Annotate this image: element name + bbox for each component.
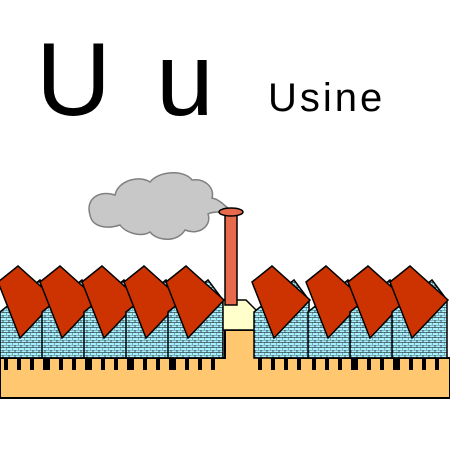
- factory-post: [422, 358, 426, 370]
- factory-post: [127, 358, 131, 370]
- factory-post: [43, 358, 47, 370]
- lowercase-letter: u: [156, 22, 214, 138]
- factory-left-wing: [0, 265, 226, 370]
- factory-post: [169, 358, 173, 370]
- factory-post: [59, 358, 63, 370]
- factory-post: [4, 358, 8, 370]
- smoke-cloud: [88, 172, 234, 240]
- factory-post: [130, 358, 134, 370]
- factory-post: [297, 358, 301, 370]
- factory-post: [367, 358, 371, 370]
- factory-post: [114, 358, 118, 370]
- factory-post: [185, 358, 189, 370]
- factory-post: [101, 358, 105, 370]
- factory-post: [88, 358, 92, 370]
- factory-post: [325, 358, 329, 370]
- factory-post: [338, 358, 342, 370]
- factory-roof: [389, 265, 450, 340]
- factory-post: [17, 358, 21, 370]
- factory-post: [380, 358, 384, 370]
- factory-post: [312, 358, 316, 370]
- factory-post: [156, 358, 160, 370]
- uppercase-letter: U: [36, 22, 112, 138]
- factory-post: [258, 358, 262, 370]
- factory-post: [393, 358, 397, 370]
- factory-post: [211, 358, 215, 370]
- factory-post: [72, 358, 76, 370]
- factory-post: [435, 358, 439, 370]
- factory-post: [85, 358, 89, 370]
- factory-post: [396, 358, 400, 370]
- factory-post: [271, 358, 275, 370]
- factory-post: [409, 358, 413, 370]
- factory-roof: [165, 265, 226, 340]
- factory-roof: [251, 265, 312, 340]
- factory-post: [351, 358, 355, 370]
- chimney: [224, 212, 238, 306]
- chimney-top: [218, 207, 244, 217]
- factory-right-wing: [251, 265, 450, 370]
- factory-post: [284, 358, 288, 370]
- factory-post: [143, 358, 147, 370]
- factory-post: [354, 358, 358, 370]
- factory-post: [198, 358, 202, 370]
- factory-post: [30, 358, 34, 370]
- word-label: Usine: [268, 76, 386, 120]
- factory-post: [46, 358, 50, 370]
- factory-post: [172, 358, 176, 370]
